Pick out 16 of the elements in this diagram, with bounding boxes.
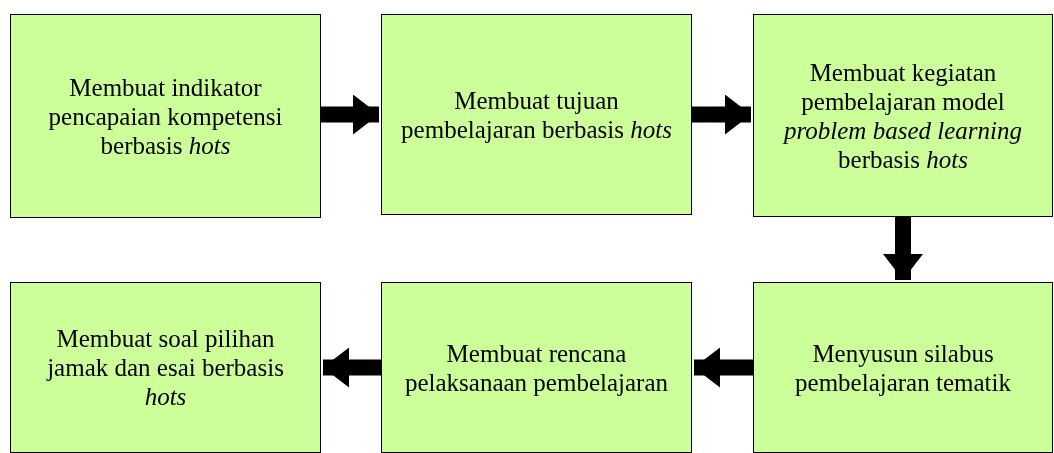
box-text: Membuat kegiatan pembelajaran model problem based learning berbasis hots [781, 57, 1023, 174]
box-text: Membuat soal pilihan jamak dan esai berbasis hots [45, 324, 285, 411]
block-arrow [694, 347, 755, 388]
process-box [381, 282, 692, 453]
process-box [753, 282, 1053, 453]
process-box [753, 14, 1053, 217]
block-arrow [319, 94, 379, 135]
process-box [381, 14, 692, 215]
box-text: Membuat rencana pelaksanaan pembelajaran [403, 338, 670, 397]
box-text: Membuat indikator pencapaian kompetensi berbasis hots [47, 72, 284, 160]
box-text: Membuat tujuan pembelajaran berbasis hots [400, 85, 673, 144]
block-arrow [690, 94, 751, 135]
process-box [10, 14, 321, 218]
process-box [10, 282, 321, 453]
block-arrow [883, 217, 923, 280]
box-text: Menyusun silabus pembelajaran tematik [794, 338, 1012, 397]
